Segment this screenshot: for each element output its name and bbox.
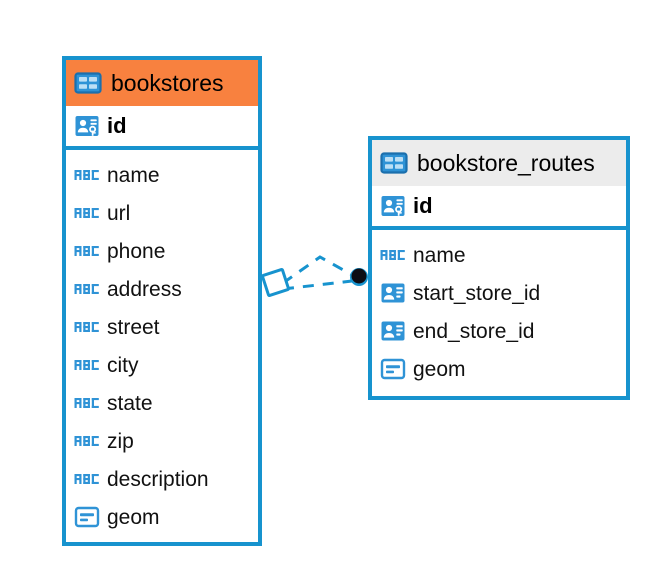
table-icon (380, 152, 408, 174)
field-row[interactable]: street (66, 308, 258, 346)
field-row[interactable]: end_store_id (372, 312, 626, 350)
relationship-line-lower (282, 279, 353, 291)
primary-key-label: id (107, 113, 127, 138)
primary-key-row[interactable]: id (66, 106, 258, 150)
abc-text-icon (74, 246, 99, 256)
field-label: geom (107, 505, 160, 529)
field-list: name start_store_id en (372, 230, 626, 394)
field-row[interactable]: url (66, 194, 258, 232)
abc-text-icon (74, 360, 99, 370)
foreign-key-icon (381, 283, 405, 303)
field-label: address (107, 277, 182, 301)
abc-text-icon (380, 250, 405, 260)
abc-text-icon (74, 208, 99, 218)
abc-text-icon (74, 474, 99, 484)
relationship-target-circle-icon (350, 268, 368, 286)
field-row[interactable]: description (66, 460, 258, 498)
primary-key-row[interactable]: id (372, 186, 626, 230)
field-label: zip (107, 429, 134, 453)
entity-title: bookstore_routes (417, 149, 595, 176)
field-list: name url (66, 150, 258, 542)
field-label: phone (107, 239, 166, 263)
primary-key-icon (75, 116, 99, 136)
relationship-source-diamond-icon (261, 268, 290, 297)
field-label: url (107, 201, 131, 225)
field-row[interactable]: name (372, 236, 626, 274)
primary-key-icon (381, 196, 405, 216)
field-label: description (107, 467, 209, 491)
field-label: street (107, 315, 160, 339)
field-row[interactable]: name (66, 156, 258, 194)
entity-bookstores[interactable]: bookstores id (62, 56, 262, 546)
geometry-icon (74, 506, 100, 528)
field-row[interactable]: geom (372, 350, 626, 388)
field-label: geom (413, 357, 466, 381)
field-row[interactable]: zip (66, 422, 258, 460)
entity-header[interactable]: bookstore_routes (372, 140, 626, 186)
field-row[interactable]: geom (66, 498, 258, 536)
field-label: start_store_id (413, 281, 541, 305)
foreign-key-icon (381, 321, 405, 341)
field-label: name (107, 163, 160, 187)
field-row[interactable]: state (66, 384, 258, 422)
abc-text-icon (74, 436, 99, 446)
field-label: state (107, 391, 153, 415)
table-icon (74, 72, 102, 94)
abc-text-icon (74, 170, 99, 180)
field-label: city (107, 353, 139, 377)
relationship-line-upper (282, 255, 357, 285)
field-label: end_store_id (413, 319, 535, 343)
geometry-icon (380, 358, 406, 380)
field-row[interactable]: address (66, 270, 258, 308)
entity-title: bookstores (111, 69, 224, 96)
field-row[interactable]: city (66, 346, 258, 384)
primary-key-label: id (413, 193, 433, 218)
abc-text-icon (74, 398, 99, 408)
abc-text-icon (74, 322, 99, 332)
field-label: name (413, 243, 466, 267)
entity-header[interactable]: bookstores (66, 60, 258, 106)
field-row[interactable]: phone (66, 232, 258, 270)
field-row[interactable]: start_store_id (372, 274, 626, 312)
entity-bookstore-routes[interactable]: bookstore_routes id (368, 136, 630, 400)
abc-text-icon (74, 284, 99, 294)
